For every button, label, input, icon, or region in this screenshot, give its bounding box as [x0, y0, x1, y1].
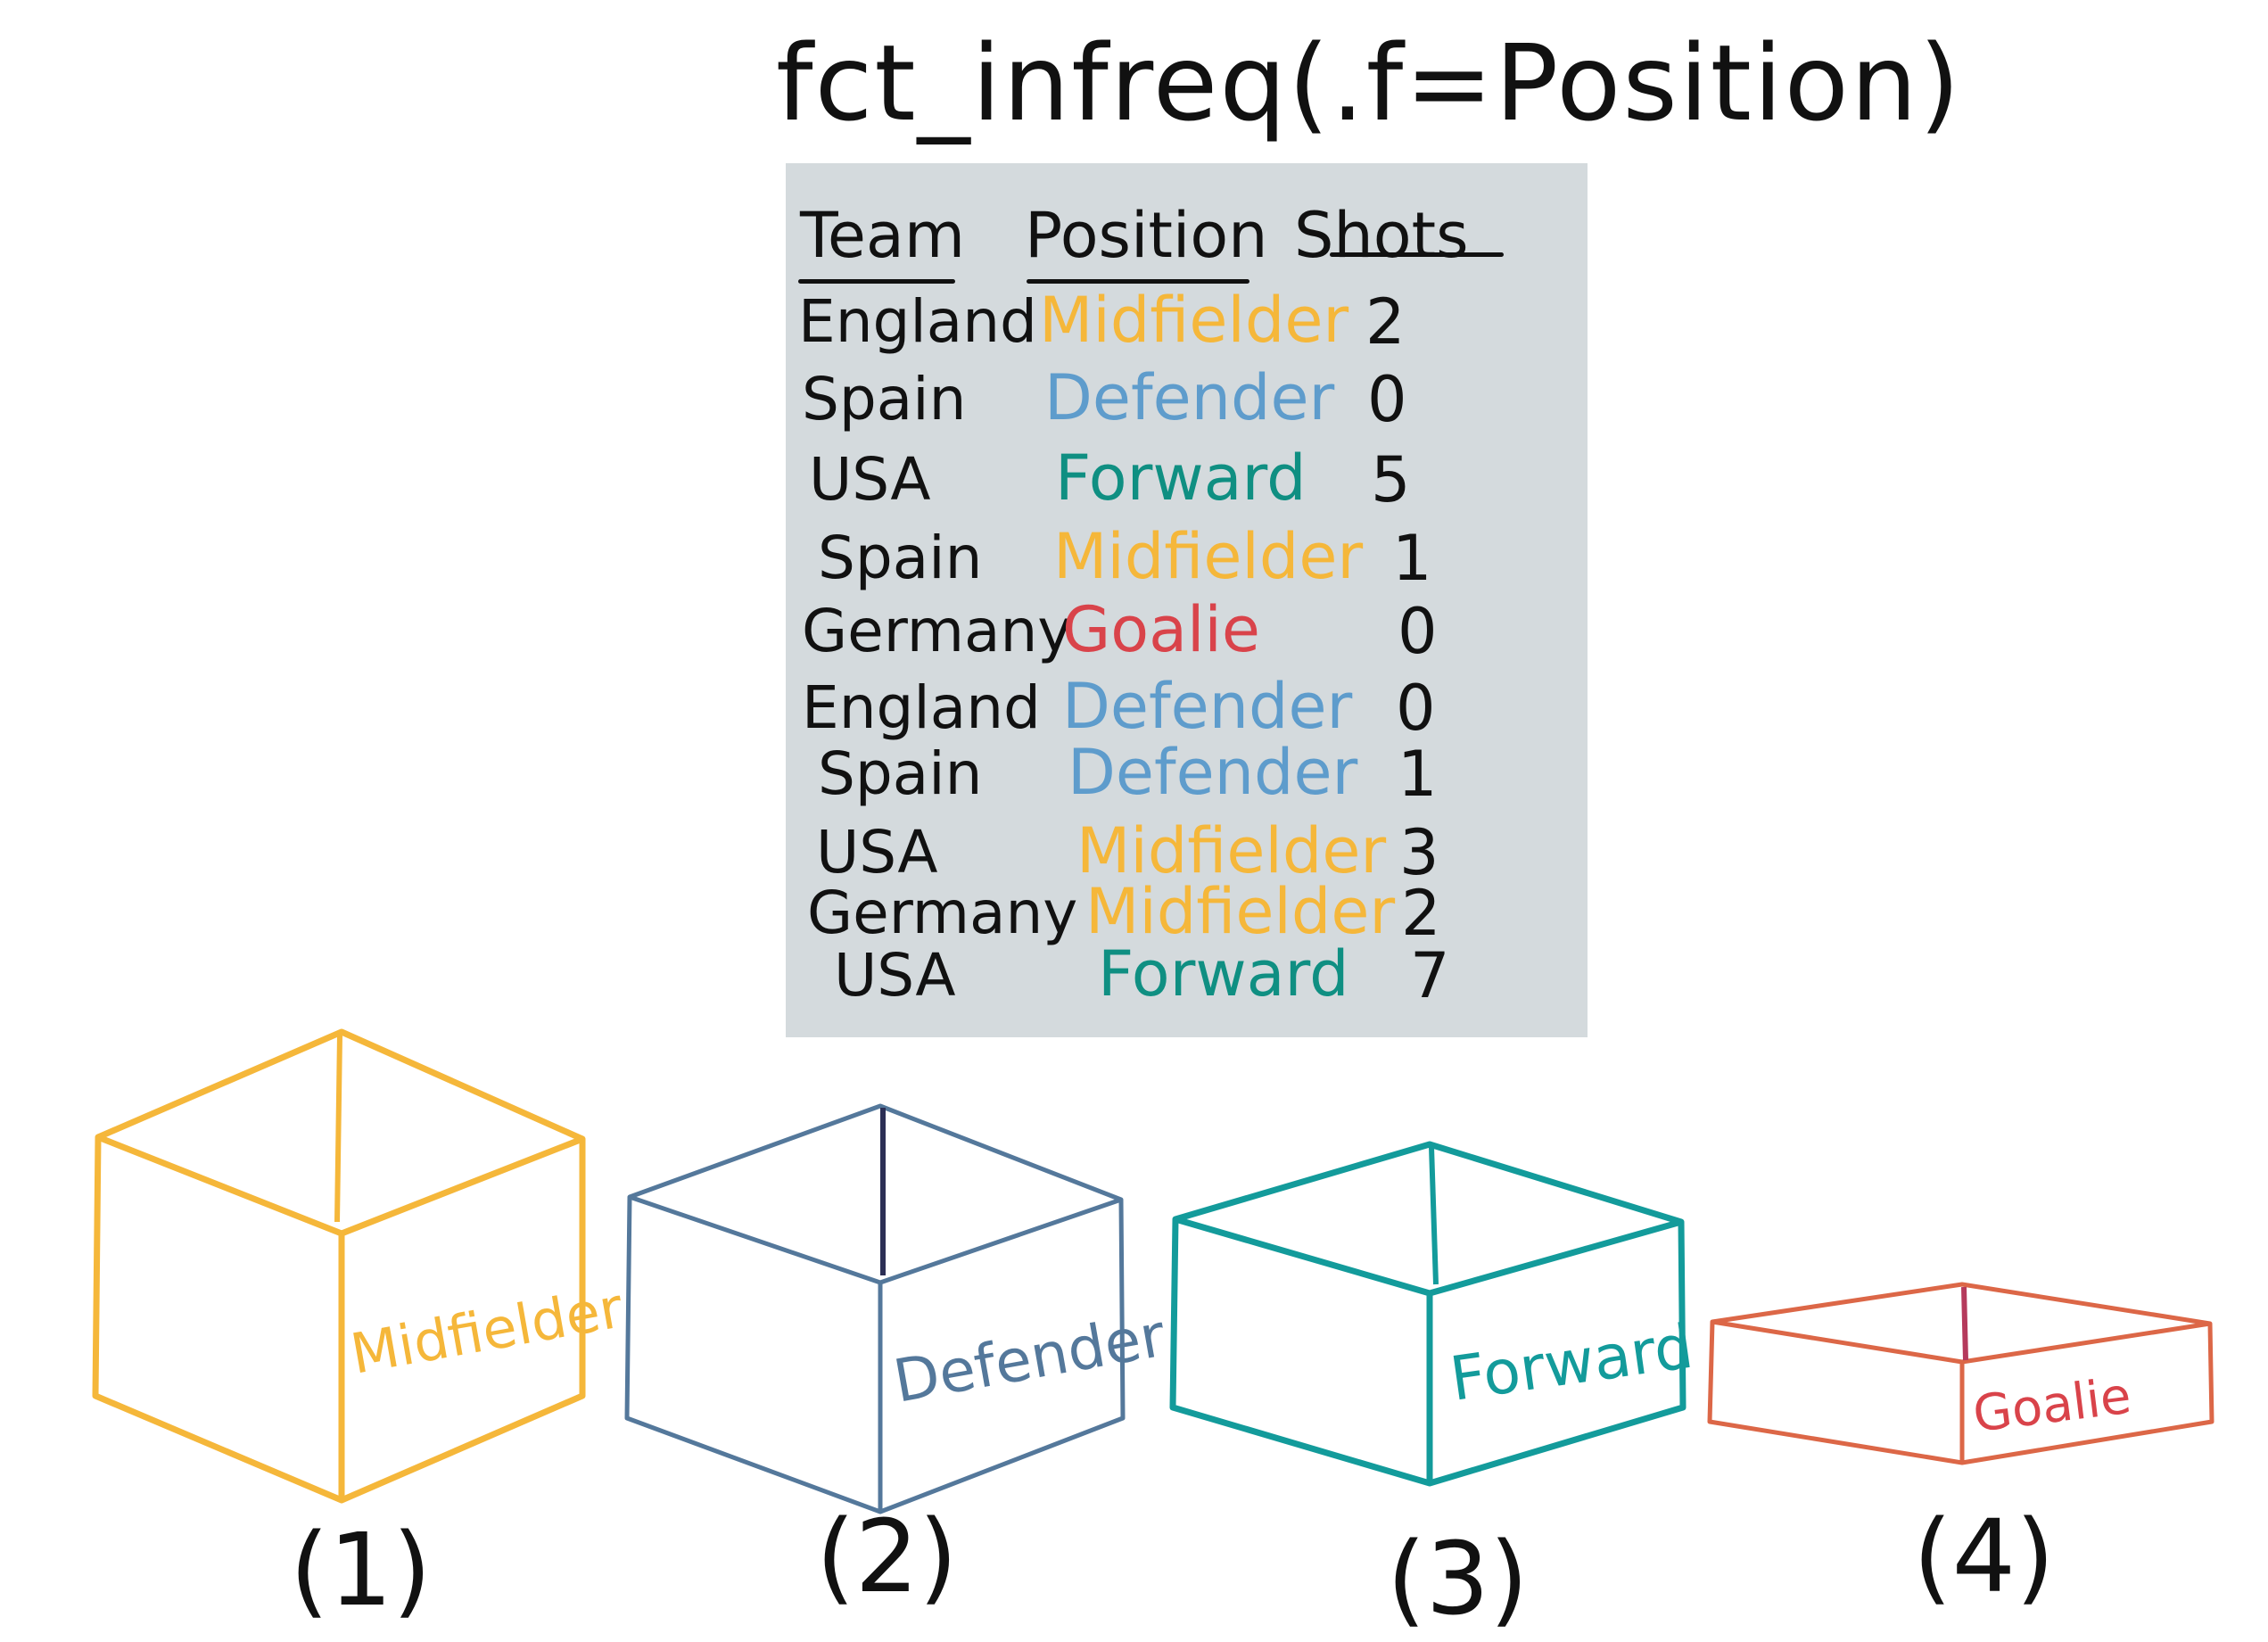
row-position: Forward [1055, 441, 1307, 515]
header-team: Team [800, 199, 966, 272]
box-forward: Forward [1169, 1141, 1697, 1487]
header-team-underline [798, 279, 955, 284]
box-order-3: (3) [1387, 1522, 1529, 1638]
row-shots: 2 [1401, 877, 1441, 950]
row-shots: 5 [1371, 443, 1411, 516]
row-team: England [802, 673, 1041, 742]
row-position: Midfielder [1039, 284, 1349, 357]
row-shots: 7 [1410, 939, 1450, 1012]
row-team: Spain [818, 524, 983, 592]
box-label-forward: Forward [1446, 1312, 1697, 1415]
row-shots: 1 [1398, 738, 1438, 811]
row-shots: 0 [1396, 672, 1436, 745]
row-position: Midfielder [1076, 814, 1387, 887]
header-position: Position [1025, 199, 1268, 272]
row-shots: 1 [1392, 522, 1432, 595]
row-team: Spain [802, 365, 967, 433]
row-position: Midfielder [1085, 875, 1396, 948]
row-team: USA [816, 818, 938, 887]
row-team: Spain [818, 739, 983, 808]
box-order-4: (4) [1913, 1499, 2055, 1615]
row-shots: 3 [1399, 816, 1439, 889]
box-label-midfielder: Midfielder [346, 1275, 628, 1386]
row-team: USA [809, 445, 931, 514]
row-shots: 0 [1367, 363, 1407, 436]
header-position-underline [1027, 279, 1249, 284]
row-shots: 0 [1398, 595, 1438, 668]
row-shots: 2 [1365, 285, 1406, 359]
box-midfielder: Midfielder [92, 1028, 628, 1504]
row-position: Midfielder [1053, 520, 1364, 593]
box-label-goalie: Goalie [1970, 1367, 2134, 1444]
row-position: Defender [1062, 670, 1353, 743]
box-order-2: (2) [816, 1499, 958, 1615]
header-shots: Shots [1294, 199, 1469, 272]
box-goalie: Goalie [1707, 1282, 2214, 1465]
box-defender: Defender [624, 1103, 1171, 1514]
row-team: Germany [807, 879, 1078, 947]
box-label-defender: Defender [888, 1301, 1170, 1416]
row-team: England [798, 287, 1037, 356]
row-position: Goalie [1062, 593, 1260, 666]
row-position: Defender [1068, 736, 1358, 809]
box-order-1: (1) [290, 1513, 432, 1629]
row-team: USA [834, 941, 956, 1010]
row-position: Forward [1098, 937, 1349, 1011]
header-shots-underline [1330, 252, 1504, 257]
row-team: Germany [802, 597, 1073, 665]
row-position: Defender [1044, 361, 1335, 434]
